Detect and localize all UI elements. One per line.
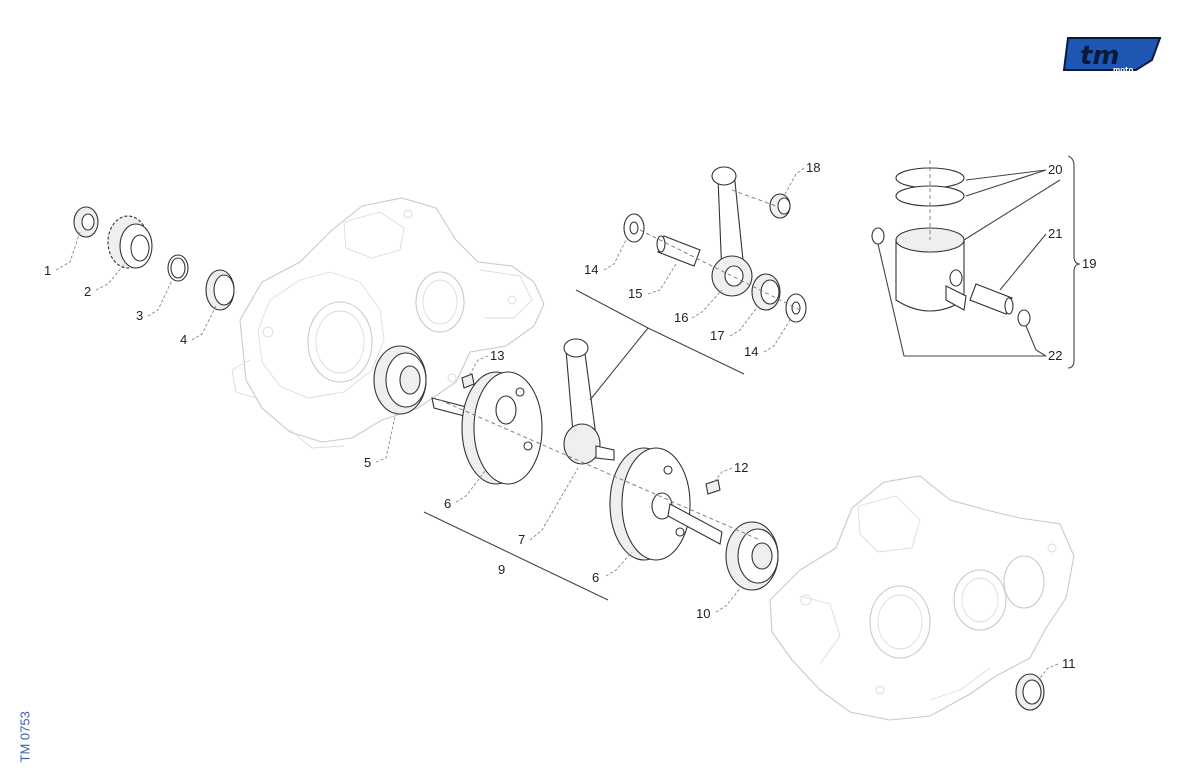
callout-15: 15 [628,286,642,301]
part-3-oring [167,254,189,282]
conrod-axis-line [639,229,801,311]
piston-kit-bracket [1067,155,1081,369]
bracket-link-line [589,327,649,401]
callout-4: 4 [180,332,187,347]
callout-14a: 14 [584,262,598,277]
left-crankcase-ghost [231,197,545,449]
part-5-bearing [373,345,427,415]
logo-subtext: moto [1113,66,1133,74]
part-4-seal [205,269,235,311]
tm-moto-logo: tm moto [1062,37,1162,74]
callout-19: 19 [1082,256,1096,271]
rod-small-end-axis [731,189,777,207]
callout-21: 21 [1048,226,1062,241]
part-6-left-flywheel [431,371,543,485]
part-1-nut [73,206,99,238]
right-crankcase-ghost [769,475,1075,721]
leader-lines [55,167,1061,679]
callout-10: 10 [696,606,710,621]
part-14-washer-top [623,213,645,243]
callout-5: 5 [364,455,371,470]
callout-6b: 6 [592,570,599,585]
part-13-key [461,373,475,389]
document-code-text: TM 0753 [17,711,33,763]
part-18-small-end-bearing [769,193,791,219]
callout-14b: 14 [744,344,758,359]
callout-18: 18 [806,160,820,175]
document-code: TM 0753 [14,690,34,770]
callout-2: 2 [84,284,91,299]
part-15-crank-pin [656,235,701,267]
callout-numbers: 1 2 3 4 5 6 7 9 13 12 6 10 11 14 15 16 1… [44,160,1096,671]
logo-text: tm [1080,41,1120,71]
callout-9: 9 [498,562,505,577]
callout-13: 13 [490,348,504,363]
part-19-piston [895,227,967,312]
callout-11: 11 [1062,656,1076,671]
callout-6a: 6 [444,496,451,511]
callout-1: 1 [44,263,51,278]
part-16-connecting-rod [711,166,753,297]
part-7-connecting-rod [563,338,615,465]
callout-12: 12 [734,460,748,475]
callout-16: 16 [674,310,688,325]
callout-20: 20 [1048,162,1062,177]
callout-17: 17 [710,328,724,343]
part-11-seal [1015,673,1045,711]
part-12-key [705,479,721,495]
part-14-washer-bottom [785,293,807,323]
part-2-gear [107,215,153,269]
callout-7: 7 [518,532,525,547]
crankshaft-bracket [423,511,609,601]
part-21-piston-pin [969,283,1014,315]
callout-22: 22 [1048,348,1062,363]
part-6-right-flywheel [609,447,723,561]
callout-3: 3 [136,308,143,323]
part-10-bearing [725,521,779,591]
crank-axis-line [439,399,761,541]
part-17-big-end-bearing [751,273,781,311]
part-20-piston-rings [895,167,965,207]
